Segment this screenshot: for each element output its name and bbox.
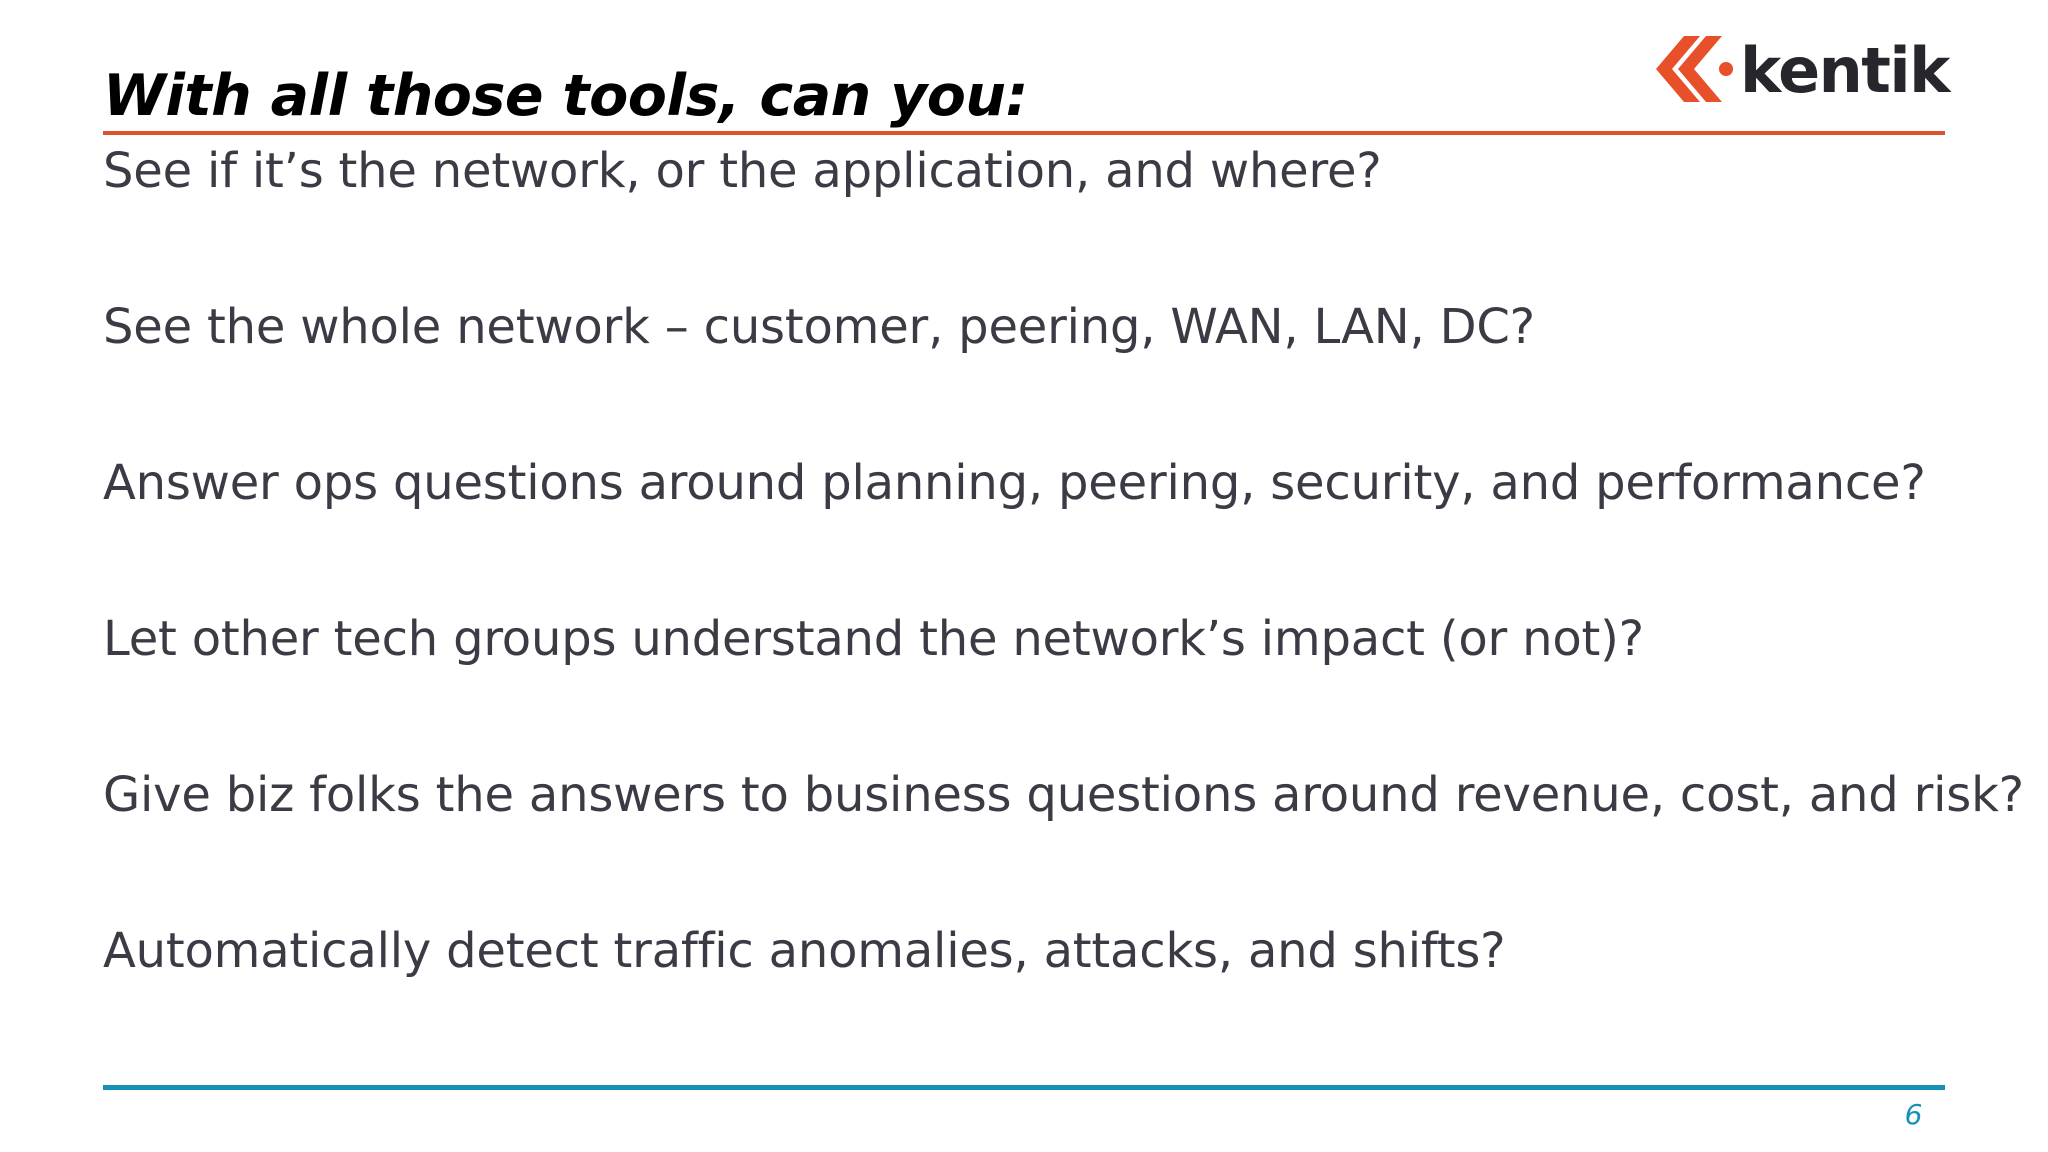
list-item: Answer ops questions around planning, pe… [103, 455, 1926, 511]
page-number: 6 [1904, 1098, 1923, 1131]
list-item: Automatically detect traffic anomalies, … [103, 923, 1506, 979]
divider-top-orange [103, 131, 1945, 135]
list-item: See if it’s the network, or the applicat… [103, 143, 1382, 199]
dot-icon [1719, 62, 1733, 76]
list-item: Give biz folks the answers to business q… [103, 767, 2024, 823]
divider-bottom-blue [103, 1085, 1945, 1090]
list-item: See the whole network – customer, peerin… [103, 299, 1535, 355]
page-title: With all those tools, can you: [103, 63, 1028, 130]
kentik-wordmark: kentik [1740, 34, 1950, 107]
list-item: Let other tech groups understand the net… [103, 611, 1644, 667]
kentik-logo: kentik [1648, 28, 1968, 110]
body-question-list: See if it’s the network, or the applicat… [103, 143, 2024, 1082]
double-chevron-left-icon [1656, 36, 1733, 102]
